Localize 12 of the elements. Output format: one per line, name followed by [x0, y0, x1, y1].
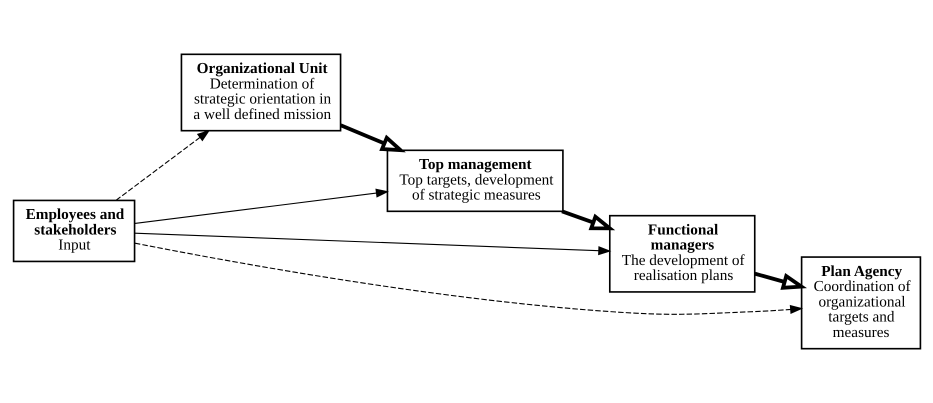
node-box: Top management Top targets, development of strategic measures — [386, 149, 564, 212]
node-box: Employees and stakeholders Input — [12, 200, 135, 262]
arrow — [134, 242, 803, 315]
node-box: Plan Agency Coordination of organizational targets and measures — [800, 256, 921, 350]
arrow — [340, 124, 406, 152]
arrow — [115, 130, 210, 201]
arrow — [134, 188, 388, 224]
arrow — [560, 210, 615, 230]
arrow — [134, 232, 611, 256]
arrow — [754, 272, 806, 290]
node-box: Functional managers The development of realisation plans — [608, 214, 756, 293]
node-box: Organizational Unit Determination of strategic orientation in a well defined mission — [180, 54, 341, 132]
